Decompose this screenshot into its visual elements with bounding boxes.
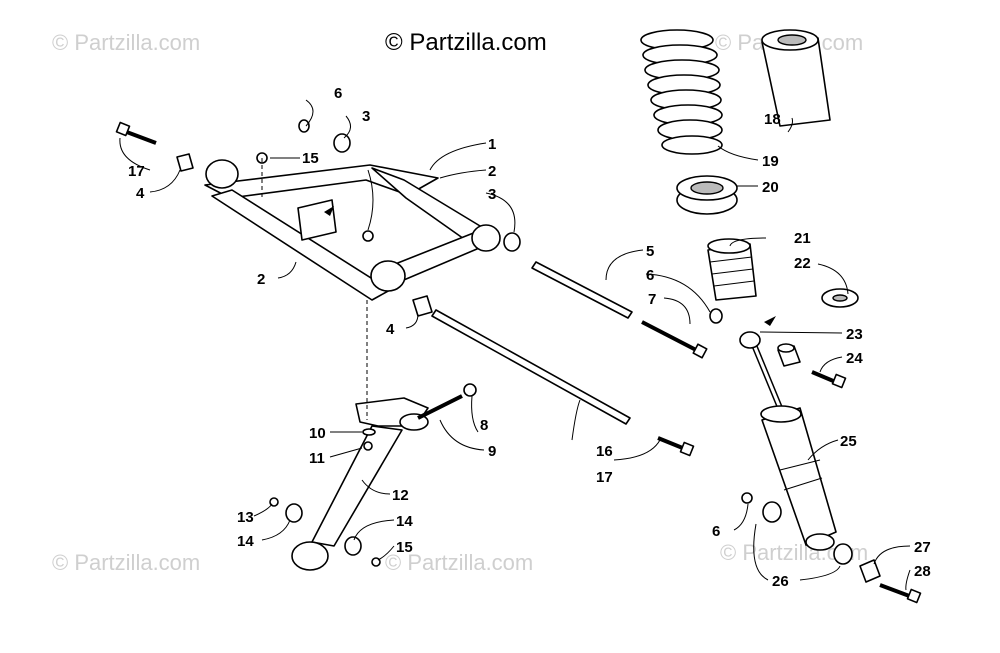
washer-part	[821, 288, 859, 308]
bushing-26a-part	[762, 501, 782, 523]
callout-25: 25	[840, 433, 857, 450]
bump-stop-part	[707, 238, 757, 301]
bushing-4a-part	[176, 153, 194, 172]
callout-labels: 6 3 1 2 3 15 17 4 2 4 5 6 7 18 19 20 21 …	[128, 85, 931, 590]
callout-13: 13	[237, 509, 254, 526]
bushing-4b-part	[412, 295, 433, 317]
nut-6a-part	[298, 119, 310, 133]
shaft-5-part	[531, 261, 633, 319]
spring-part	[640, 29, 723, 155]
callout-10: 10	[309, 425, 326, 442]
callout-28: 28	[914, 563, 931, 580]
callout-23: 23	[846, 326, 863, 343]
callout-9: 9	[488, 443, 496, 460]
callout-26: 26	[772, 573, 789, 590]
shock-absorber-part	[739, 331, 837, 551]
pointer-arrow-icon	[324, 206, 334, 216]
a-arm-part	[204, 159, 501, 301]
callout-4: 4	[386, 321, 395, 338]
callout-2: 2	[257, 271, 265, 288]
callout-8: 8	[480, 417, 488, 434]
washer-14a-part	[285, 503, 303, 523]
nut-8-part	[463, 383, 477, 397]
nut-11-part	[363, 441, 373, 451]
washer-10-part	[362, 428, 376, 436]
watermark-bottom-center: © Partzilla.com	[385, 550, 533, 575]
nut-6b-part	[709, 308, 723, 324]
callout-21: 21	[794, 230, 811, 247]
callout-7: 7	[648, 291, 656, 308]
leader-lines	[119, 99, 911, 591]
bolt-9-part	[417, 394, 463, 420]
callout-15: 15	[302, 150, 319, 167]
bolt-17b-part	[657, 436, 695, 457]
callout-14: 14	[396, 513, 413, 530]
callout-16: 16	[596, 443, 613, 460]
shock-bushing-23-part	[777, 343, 801, 367]
bushing-3b-part	[503, 232, 521, 252]
callout-18: 18	[764, 111, 781, 128]
callout-3: 3	[362, 108, 370, 125]
sleeve-27-part	[859, 559, 881, 583]
nut-6c-part	[741, 492, 753, 504]
bolt-7-part	[641, 320, 708, 359]
callout-1: 1	[488, 136, 496, 153]
watermark-bottom-left: © Partzilla.com	[52, 550, 200, 575]
callout-12: 12	[392, 487, 409, 504]
callout-22: 22	[794, 255, 811, 272]
watermark-top-left: © Partzilla.com	[52, 30, 200, 55]
copyright-text: © Partzilla.com	[385, 29, 547, 56]
pointer-arrow-icon	[764, 316, 776, 326]
callout-17: 17	[596, 469, 613, 486]
bump-boot-part	[761, 29, 831, 127]
callout-5: 5	[646, 243, 654, 260]
callout-20: 20	[762, 179, 779, 196]
callout-27: 27	[914, 539, 931, 556]
bolt-24-part	[811, 370, 847, 389]
callout-3: 3	[488, 186, 496, 203]
callout-4: 4	[136, 185, 145, 202]
shaft-16-part	[431, 309, 631, 425]
callout-6: 6	[334, 85, 342, 102]
callout-2: 2	[488, 163, 496, 180]
bolt-17a-part	[115, 121, 157, 145]
bushing-26b-part	[833, 543, 853, 565]
nut-15b-part	[362, 230, 374, 242]
callout-17: 17	[128, 163, 145, 180]
washer-14b-part	[344, 536, 362, 556]
bolt-28-part	[879, 583, 922, 604]
callout-14: 14	[237, 533, 254, 550]
callout-15: 15	[396, 539, 413, 556]
bushing-3a-part	[333, 133, 351, 153]
callout-24: 24	[846, 350, 863, 367]
callout-19: 19	[762, 153, 779, 170]
spring-retainer-part	[676, 175, 738, 215]
callout-11: 11	[309, 450, 325, 467]
callout-6: 6	[712, 523, 720, 540]
link-arm-part	[291, 397, 429, 571]
callout-6: 6	[646, 267, 654, 284]
